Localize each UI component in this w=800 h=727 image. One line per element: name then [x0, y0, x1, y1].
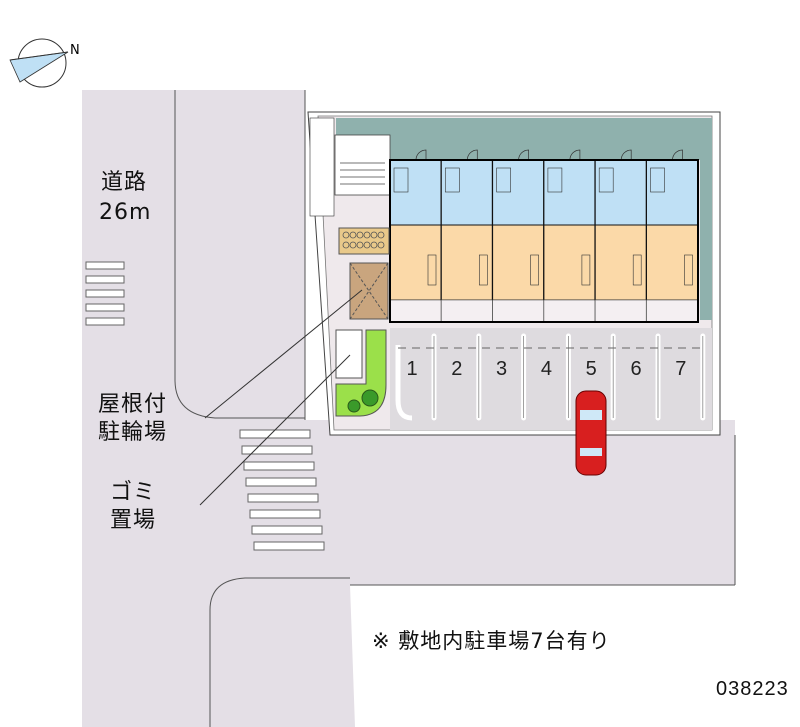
compass-icon: [9, 38, 69, 88]
crosswalk: [85, 261, 125, 326]
unit-room: [543, 224, 596, 301]
parking-space-number: 3: [496, 358, 507, 380]
garbage-label-1: ゴミ: [110, 480, 157, 505]
unit-balcony: [594, 299, 647, 323]
curb-line: [174, 90, 306, 420]
bicycle-icon: [349, 241, 357, 249]
road-name: 道路: [101, 170, 148, 195]
bicycle-icon: [356, 241, 364, 249]
unit-wet-area: [492, 159, 545, 226]
unit-wet-area: [440, 159, 493, 226]
parking-note: ※ 敷地内駐車場7台有り: [372, 629, 611, 653]
tree-icon: [361, 389, 379, 407]
garbage-label-2: 置場: [110, 508, 157, 533]
property-id: 038223: [716, 678, 789, 700]
parking-space-number: 7: [675, 358, 686, 380]
road-area: [82, 90, 735, 727]
bicycle-icon: [342, 241, 350, 249]
door-icon: [466, 149, 478, 161]
crosswalk: [239, 429, 325, 551]
unit-room: [492, 224, 545, 301]
bike-parking-label-1: 屋根付: [98, 392, 168, 417]
parking-space-number: 5: [586, 358, 597, 380]
unit-room: [594, 224, 647, 301]
unit-wet-area: [389, 159, 442, 226]
parking-space-number: 1: [406, 358, 417, 380]
door-icon: [569, 149, 581, 161]
bicycle-icon: [363, 241, 371, 249]
bicycle-icon: [356, 231, 364, 239]
parking-space-number: 2: [451, 358, 462, 380]
leader-line: [204, 289, 363, 419]
road-width: 26m: [99, 200, 152, 225]
apartment-units: [389, 149, 699, 323]
tree-icon: [347, 399, 361, 413]
parking-space-number: 6: [630, 358, 641, 380]
door-icon: [620, 149, 632, 161]
bicycle-icon: [370, 231, 378, 239]
bicycle-icon: [377, 231, 385, 239]
curb-line: [209, 435, 736, 727]
bicycle-icon: [349, 231, 357, 239]
door-icon: [415, 149, 427, 161]
unit-balcony: [389, 299, 442, 323]
unit-room: [440, 224, 493, 301]
door-icon: [672, 149, 683, 161]
unit-balcony: [440, 299, 493, 323]
leader-line: [199, 354, 351, 506]
car-icon: [575, 390, 607, 476]
unit-wet-area: [646, 159, 698, 226]
door-icon: [518, 149, 529, 161]
unit-balcony: [543, 299, 596, 323]
compass-north-label: N: [70, 43, 80, 58]
bicycle-icon: [377, 241, 385, 249]
bicycle-icon: [370, 241, 378, 249]
stairs: [309, 117, 335, 217]
unit-balcony: [646, 299, 698, 323]
unit-wet-area: [594, 159, 647, 226]
unit-balcony: [492, 299, 544, 323]
garbage-area: [335, 329, 363, 379]
parking-space-number: 4: [541, 358, 552, 380]
bicycle-icon: [363, 231, 371, 239]
unit-room: [389, 224, 442, 301]
unit-wet-area: [543, 159, 596, 226]
bike-parking-label-2: 駐輪場: [98, 420, 168, 445]
bicycle-icon: [342, 231, 350, 239]
unit-room: [646, 224, 698, 301]
